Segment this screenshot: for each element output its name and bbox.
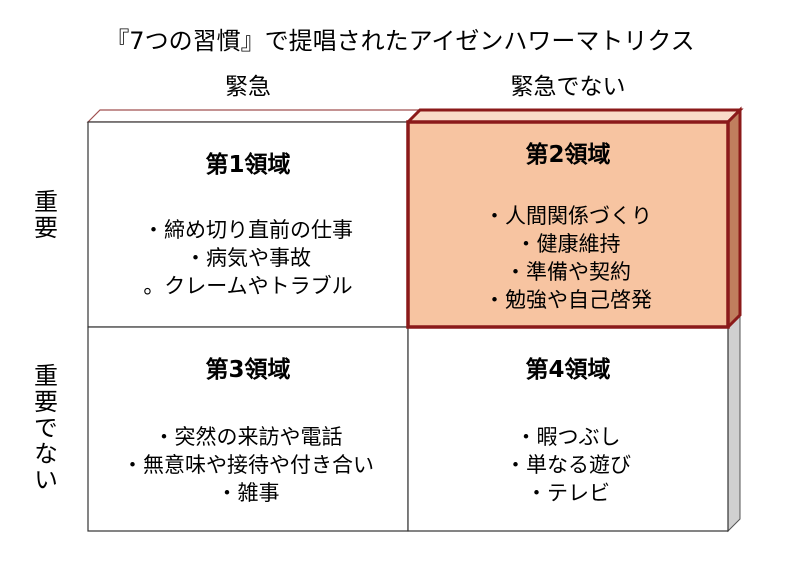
matrix-side-face [727, 313, 741, 533]
quadrant-1-face [87, 121, 409, 328]
quadrant-2-face [406, 120, 730, 329]
quadrant-2-item: ・人間関係づくり [484, 204, 652, 228]
quadrant-4-item: ・単なる遊び [505, 453, 631, 477]
quadrant-3-item: ・雑事 [216, 481, 280, 505]
quadrant-3-items: ・突然の来訪や電話 ・無意味や接待や付き合い ・雑事 [88, 423, 408, 507]
row-header-important: 重要 [29, 189, 58, 241]
quadrant-1-item: 。クレームやトラブル [143, 274, 353, 298]
quadrant-2-title: 第2領域 [525, 142, 611, 168]
quadrant-4-face [407, 326, 729, 532]
quadrant-4-items: ・暇つぶし ・単なる遊び ・テレビ [408, 423, 728, 507]
quadrant-1-item: ・病気や事故 [185, 246, 311, 270]
quadrant-3-item: ・突然の来訪や電話 [153, 425, 343, 449]
quadrant-3-item: ・無意味や接待や付き合い [122, 453, 374, 477]
diagram-title: 『7つの習慣』で提唱されたアイゼンハワーマトリクス [105, 27, 695, 55]
quadrant-4: 第4領域 ・暇つぶし ・単なる遊び ・テレビ [408, 327, 728, 531]
quadrant-4-item: ・暇つぶし [515, 425, 621, 449]
quadrant-2-top-face [404, 108, 744, 124]
quadrant-1-items: ・締め切り直前の仕事 ・病気や事故 。クレームやトラブル [88, 216, 408, 300]
column-header-not-urgent: 緊急でない [510, 74, 626, 100]
quadrant-2-item: ・健康維持 [515, 232, 621, 256]
quadrant-3-title: 第3領域 [205, 357, 291, 383]
column-header-urgent: 緊急 [225, 74, 271, 100]
quadrant-1: 第1領域 ・締め切り直前の仕事 ・病気や事故 。クレームやトラブル [88, 122, 408, 327]
quadrant-3: 第3領域 ・突然の来訪や電話 ・無意味や接待や付き合い ・雑事 [88, 327, 408, 531]
quadrant-1-title: 第1領域 [205, 152, 291, 178]
quadrant-4-title: 第4領域 [525, 357, 611, 383]
quadrant-2-item: ・勉強や自己啓発 [484, 288, 652, 312]
quadrant-3-face [87, 326, 409, 532]
quadrant-2-items: ・人間関係づくり ・健康維持 ・準備や契約 ・勉強や自己啓発 [408, 202, 728, 314]
quadrant-4-item: ・テレビ [526, 481, 610, 505]
quadrant-2: 第2領域 ・人間関係づくり ・健康維持 ・準備や契約 ・勉強や自己啓発 [408, 122, 728, 327]
quadrant-2-side-face [726, 106, 742, 331]
quadrant-1-item: ・締め切り直前の仕事 [143, 218, 353, 242]
quadrant-2-item: ・準備や契約 [505, 260, 631, 284]
row-header-not-important: 重要でない [29, 362, 58, 493]
